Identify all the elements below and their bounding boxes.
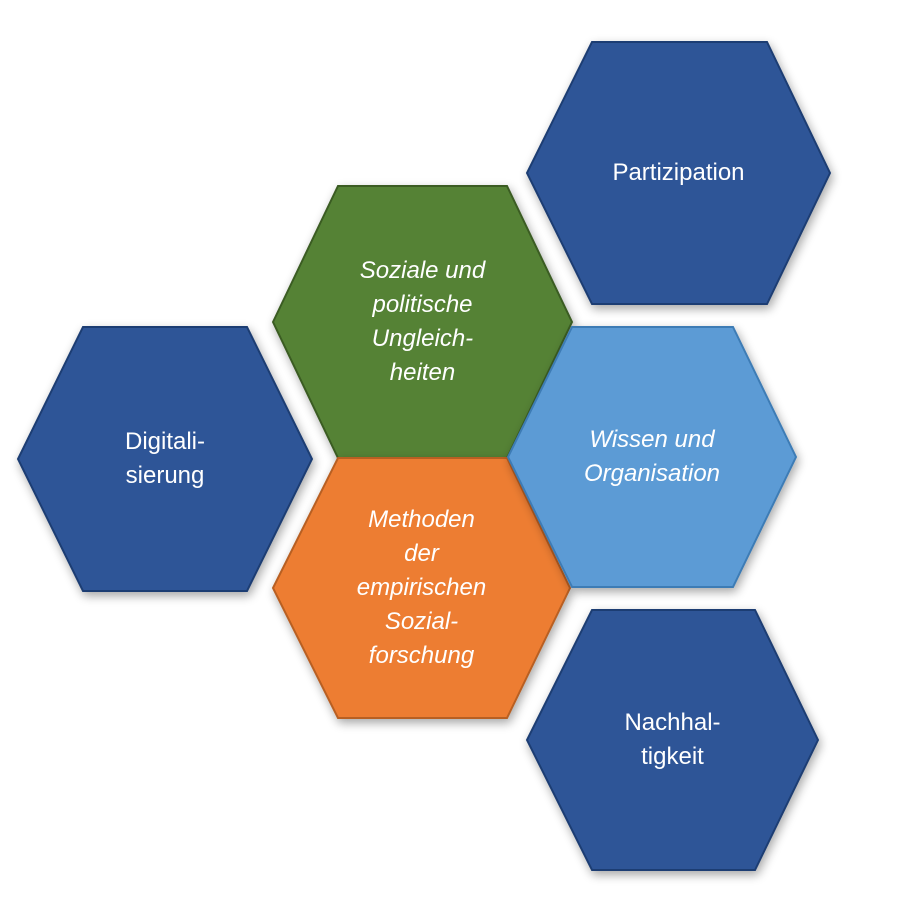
- hexagon-methoden: [271, 457, 572, 719]
- label-line: Wissen und: [589, 426, 715, 453]
- hexagon-digitalisierung: [16, 326, 314, 592]
- label-nachhaltigkeit: Nachhal-tigkeit: [527, 610, 818, 870]
- label-line: Nachhal-: [624, 709, 721, 736]
- label-line: Ungleich-: [371, 325, 474, 352]
- label-line: heiten: [389, 359, 456, 386]
- label-line: Partizipation: [612, 159, 745, 186]
- label-partizipation: Partizipation: [527, 42, 830, 304]
- hexagon-wissen-organisation: [506, 326, 798, 588]
- label-digitalisierung: Digitali-sierung: [18, 327, 312, 591]
- hexagon-nachhaltigkeit: [525, 609, 820, 871]
- label-line: Digitali-: [124, 428, 205, 455]
- label-line: Methoden: [368, 506, 475, 533]
- hexagon-partizipation: [525, 41, 832, 305]
- label-line: Sozial-: [384, 608, 459, 635]
- label-line: Soziale und: [359, 257, 486, 284]
- label-line: sierung: [125, 462, 205, 489]
- label-line: forschung: [368, 642, 475, 669]
- label-line: der: [404, 540, 439, 567]
- label-line: tigkeit: [641, 743, 704, 770]
- label-line: politische: [372, 291, 473, 318]
- label-line: Organisation: [583, 460, 721, 487]
- label-line: empirischen: [356, 574, 487, 601]
